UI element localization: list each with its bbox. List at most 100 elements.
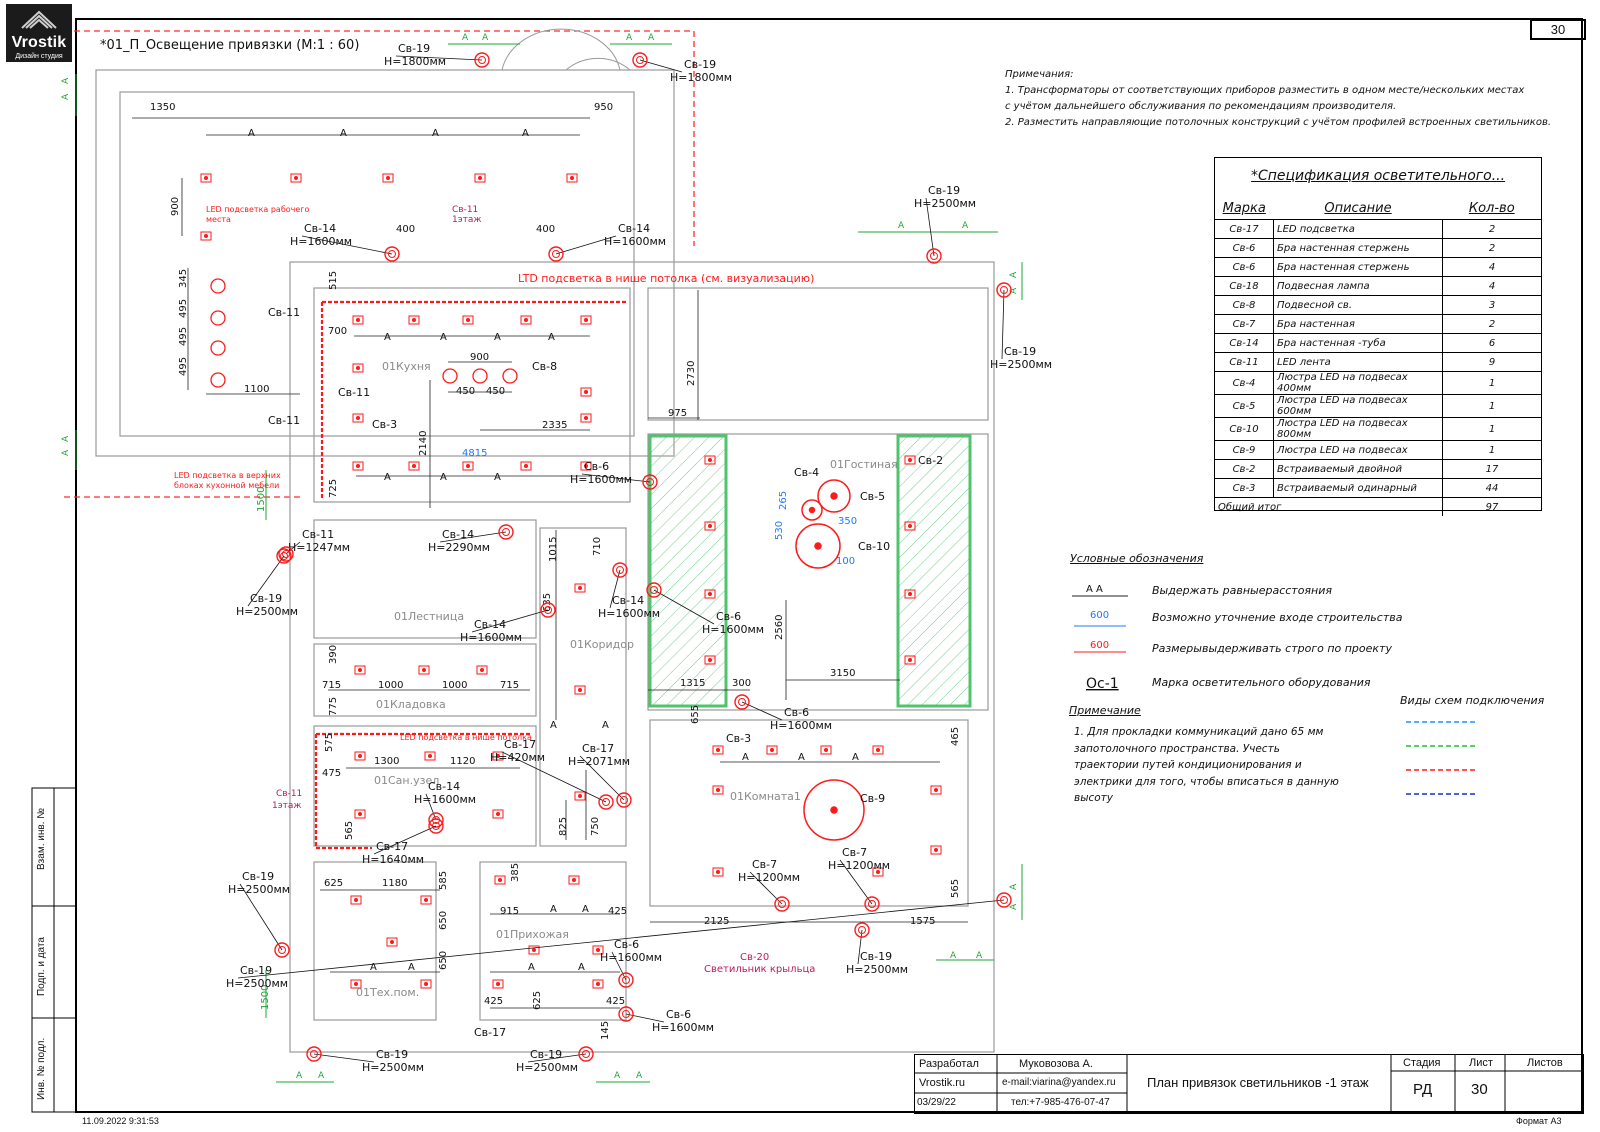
wall-lamp-ring: [926, 248, 942, 264]
recessed-spot-icon: [352, 413, 364, 423]
svg-text:265: 265: [778, 491, 789, 510]
svg-text:места: места: [206, 215, 231, 224]
leader-line: [425, 793, 437, 821]
pendant-lamp-icon: [472, 368, 488, 384]
recessed-spot-dot: [524, 464, 528, 468]
spec-cell-qty: 4: [1442, 257, 1541, 277]
recessed-spot-dot: [584, 416, 588, 420]
callout-mark: Св-14: [428, 780, 460, 793]
leader-line: [857, 929, 863, 965]
recessed-spot-icon: [574, 685, 586, 695]
recessed-spot-icon: [492, 979, 504, 989]
svg-text:A: A: [798, 752, 805, 763]
side-label-sign: Подп. и дата: [36, 937, 47, 996]
fixtures-layer: [200, 173, 942, 989]
svg-text:565: 565: [950, 879, 961, 898]
spec-cell-mark: Св-2: [1215, 459, 1274, 479]
recessed-spot-dot: [524, 318, 528, 322]
svg-text:915: 915: [500, 906, 519, 917]
svg-text:900: 900: [170, 197, 181, 216]
tb-phone: тел:+7-985-476-07-47: [1011, 1097, 1110, 1108]
svg-text:A: A: [648, 33, 655, 43]
callout-c18: Св-17Н=1640мм: [362, 818, 444, 866]
svg-text:A: A: [602, 720, 609, 731]
spec-cell-qty: 2: [1442, 314, 1541, 334]
callout-c19: Св-7Н=1200мм: [738, 858, 800, 912]
svg-text:Св-9: Св-9: [860, 792, 885, 805]
svg-text:495: 495: [178, 327, 189, 346]
recessed-spot-icon: [574, 791, 586, 801]
spec-total-value: 97: [1442, 497, 1541, 516]
svg-text:A: A: [976, 951, 983, 961]
site-boundary: [64, 30, 695, 498]
wall-lamp-ring: [642, 474, 658, 490]
leader-line: [301, 235, 393, 255]
spec-cell-desc: LED подсветка: [1273, 219, 1443, 239]
callout-mark: Св-19: [398, 42, 430, 55]
callout-c8: Св-11Н=1247мм: [278, 528, 350, 562]
spec-cell-qty: 1: [1442, 417, 1541, 441]
svg-text:A: A: [550, 720, 557, 731]
callout-height: Н=1800мм: [670, 71, 732, 84]
spec-cell-qty: 1: [1442, 394, 1541, 418]
spec-cell-mark: Св-10: [1215, 417, 1274, 441]
recessed-spot-icon: [408, 461, 420, 471]
wall-lamp-core: [622, 976, 630, 984]
recessed-spot-icon: [592, 979, 604, 989]
spec-cell-desc: Подвесная лампа: [1273, 276, 1443, 296]
recessed-spot-icon: [492, 809, 504, 819]
svg-text:400: 400: [536, 224, 555, 235]
svg-text:A: A: [1009, 883, 1019, 890]
svg-text:A: A: [550, 904, 557, 915]
spec-cell-qty: 9: [1442, 352, 1541, 372]
callout-height: Н=2500мм: [914, 197, 976, 210]
callout-mark: Св-19: [240, 964, 272, 977]
room-stair: 01Лестница: [394, 610, 464, 623]
callout-mark: Св-7: [842, 846, 867, 859]
recessed-spot-dot: [908, 458, 912, 462]
recessed-spot-icon: [474, 173, 486, 183]
legend-text: Возможно уточнение входе строительства: [1152, 611, 1403, 624]
red-notes: LTD подсветка в нише потолка (см. визуал…: [174, 205, 814, 742]
recessed-spot-dot: [424, 982, 428, 986]
recessed-spot-dot: [354, 982, 358, 986]
recessed-spot-dot: [390, 940, 394, 944]
recessed-spot-icon: [386, 937, 398, 947]
recessed-spot-dot: [876, 870, 880, 874]
recessed-spot-dot: [466, 464, 470, 468]
note-line: запотолочного пространства. Учесть: [1074, 742, 1280, 755]
recessed-spot-icon: [930, 785, 942, 795]
svg-text:715: 715: [500, 680, 519, 691]
recessed-spot-dot: [204, 234, 208, 238]
wall-lamp-core: [582, 1050, 590, 1058]
note-title: Примечание: [1069, 704, 1141, 717]
wall-lamp-ring: [996, 282, 1012, 298]
spec-cell-mark: Св-6: [1215, 238, 1274, 258]
wall-lamp-ring: [612, 562, 628, 578]
svg-text:A: A: [318, 1071, 325, 1081]
svg-text:A: A: [440, 472, 447, 483]
callout-c11: Св-14Н=1600мм: [598, 562, 660, 620]
wall-lamp-core: [602, 798, 610, 806]
callout-height: Н=1600мм: [770, 719, 832, 732]
svg-text:600: 600: [1090, 610, 1109, 621]
spec-cell-mark: Св-7: [1215, 314, 1274, 334]
leader-line: [439, 531, 507, 543]
wall-lamp-core: [388, 250, 396, 258]
recessed-spot-icon: [580, 315, 592, 325]
mark-labels-red: Св-11 1этаж Св-11 1этаж Св-20 Светильник…: [272, 205, 815, 975]
callout-height: Н=1600мм: [652, 1021, 714, 1034]
recessed-spot-icon: [424, 751, 436, 761]
svg-text:LED подсветка рабочего: LED подсветка рабочего: [206, 205, 310, 214]
svg-text:A: A: [962, 221, 969, 231]
callout-mark: Св-19: [250, 592, 282, 605]
leader-line: [527, 1053, 587, 1063]
svg-text:1350: 1350: [150, 102, 175, 113]
svg-text:1300: 1300: [374, 756, 399, 767]
leader-line: [247, 555, 285, 607]
pendant-lamp-icon: [210, 310, 226, 326]
recessed-spot-dot: [596, 948, 600, 952]
wall-lamp-ring: [734, 694, 750, 710]
